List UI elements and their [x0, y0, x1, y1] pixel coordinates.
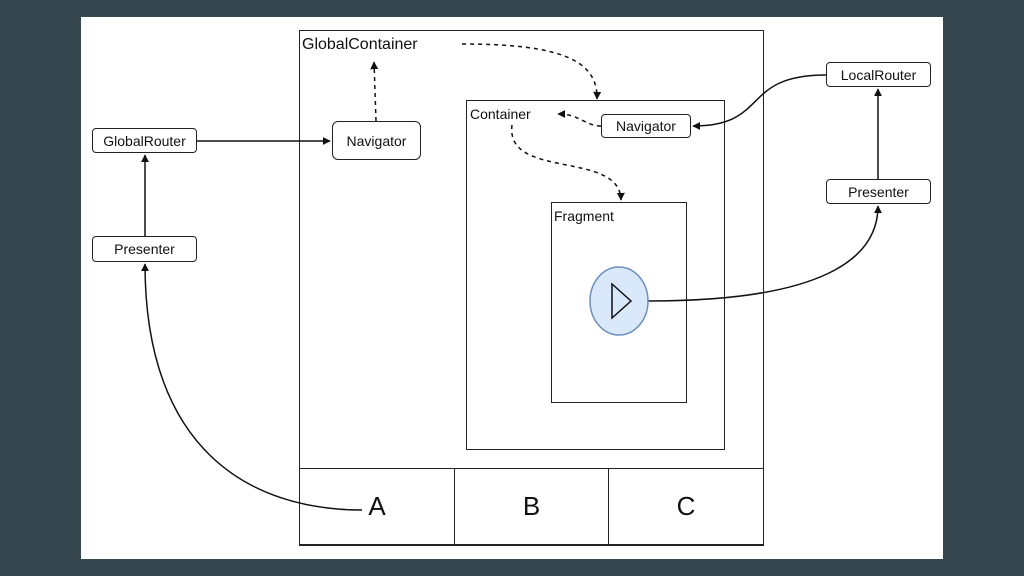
fragment-label: Fragment — [554, 208, 614, 224]
tab-b[interactable]: B — [454, 468, 609, 545]
global-container-label: GlobalContainer — [302, 36, 418, 53]
tab-a[interactable]: A — [299, 468, 455, 545]
global-presenter-box: Presenter — [92, 236, 197, 262]
local-router-box: LocalRouter — [826, 62, 931, 87]
global-navigator-box: Navigator — [332, 121, 421, 160]
fragment-frame — [551, 202, 687, 403]
tab-c[interactable]: C — [608, 468, 764, 545]
global-router-box: GlobalRouter — [92, 128, 197, 153]
container-label: Container — [470, 106, 531, 122]
local-navigator-box: Navigator — [601, 114, 691, 138]
local-presenter-box: Presenter — [826, 179, 931, 204]
